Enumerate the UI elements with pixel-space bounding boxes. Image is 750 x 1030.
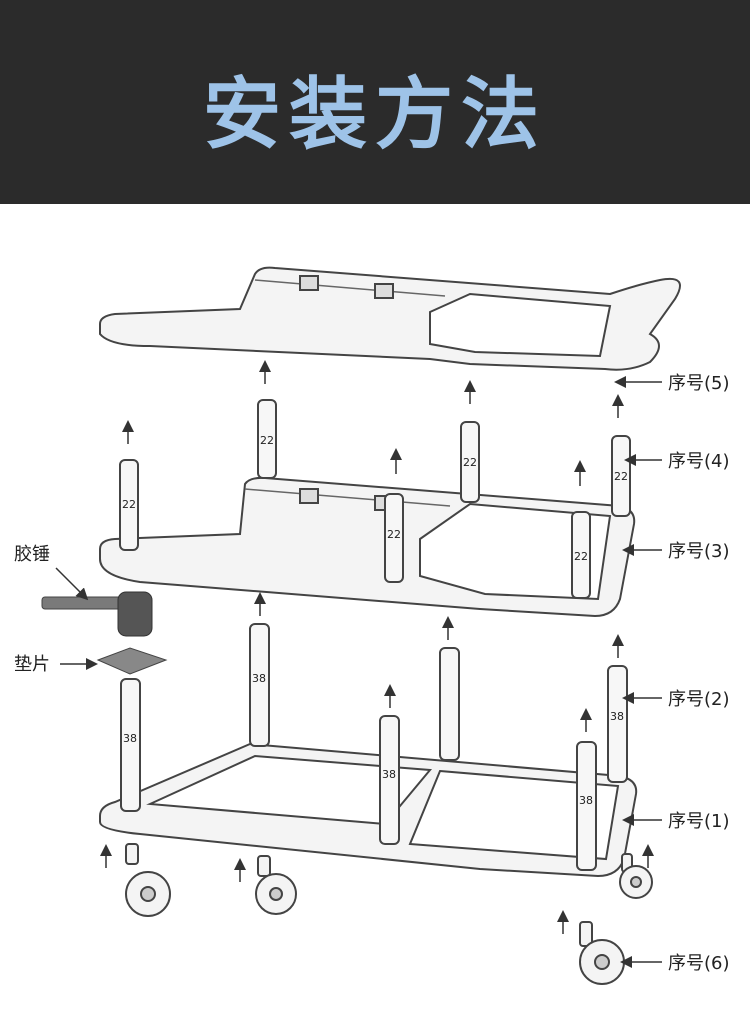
- pillar-number: 38: [123, 732, 137, 745]
- step3-label: 序号(3): [668, 541, 730, 562]
- assembly-diagram: 22 22 22 22 22 22 38 38 38 38 38: [0, 204, 750, 1026]
- upper-pillar-numbers: 22 22 22 22 22 22: [122, 434, 628, 563]
- header-banner: 安装方法: [0, 0, 750, 204]
- pillar-number: 22: [463, 456, 477, 469]
- lower-pillar: [379, 715, 400, 845]
- mallet-icon: [41, 591, 153, 637]
- upper-pillars: [119, 399, 631, 599]
- upper-pillar: [460, 421, 480, 503]
- upper-pillar: [257, 399, 277, 479]
- step1-label: 序号(1): [668, 811, 730, 832]
- mallet-label: 胶锤: [14, 544, 50, 565]
- lower-pillar: [120, 678, 141, 812]
- pillar-number: 38: [579, 794, 593, 807]
- caster-wheel: [579, 921, 625, 985]
- upper-pillar: [119, 459, 139, 551]
- lower-pillars: [120, 623, 628, 871]
- pillar-number: 22: [614, 470, 628, 483]
- pillar-number: 22: [574, 550, 588, 563]
- step5-label: 序号(5): [668, 373, 730, 394]
- pillar-number: 22: [260, 434, 274, 447]
- lower-pillar: [576, 741, 597, 871]
- pillar-number: 38: [382, 768, 396, 781]
- lower-pillar-numbers: 38 38 38 38 38: [123, 672, 624, 807]
- pillar-number: 38: [610, 710, 624, 723]
- pad-icon: [96, 647, 168, 675]
- step6-label: 序号(6): [668, 953, 730, 974]
- lower-pillar: [607, 665, 628, 783]
- top-handle-frame: [99, 266, 681, 371]
- casters: [125, 843, 653, 985]
- pillar-number: 22: [122, 498, 136, 511]
- upper-pillar: [384, 493, 404, 583]
- bottom-shelf: [99, 742, 638, 878]
- leader-lines: [55, 376, 662, 968]
- step4-label: 序号(4): [668, 451, 730, 472]
- caster-wheel: [125, 843, 171, 917]
- step2-label: 序号(2): [668, 689, 730, 710]
- caster-wheel: [255, 855, 297, 915]
- caster-wheel: [619, 853, 653, 899]
- pillar-number: 22: [387, 528, 401, 541]
- lower-pillar: [439, 647, 460, 761]
- page-title: 安装方法: [202, 70, 547, 160]
- lower-pillar: [249, 623, 270, 747]
- upper-pillar: [571, 511, 591, 599]
- insertion-arrows: [100, 360, 654, 934]
- middle-shelf: [99, 476, 636, 618]
- pillar-number: 38: [252, 672, 266, 685]
- pad-label: 垫片: [14, 654, 50, 675]
